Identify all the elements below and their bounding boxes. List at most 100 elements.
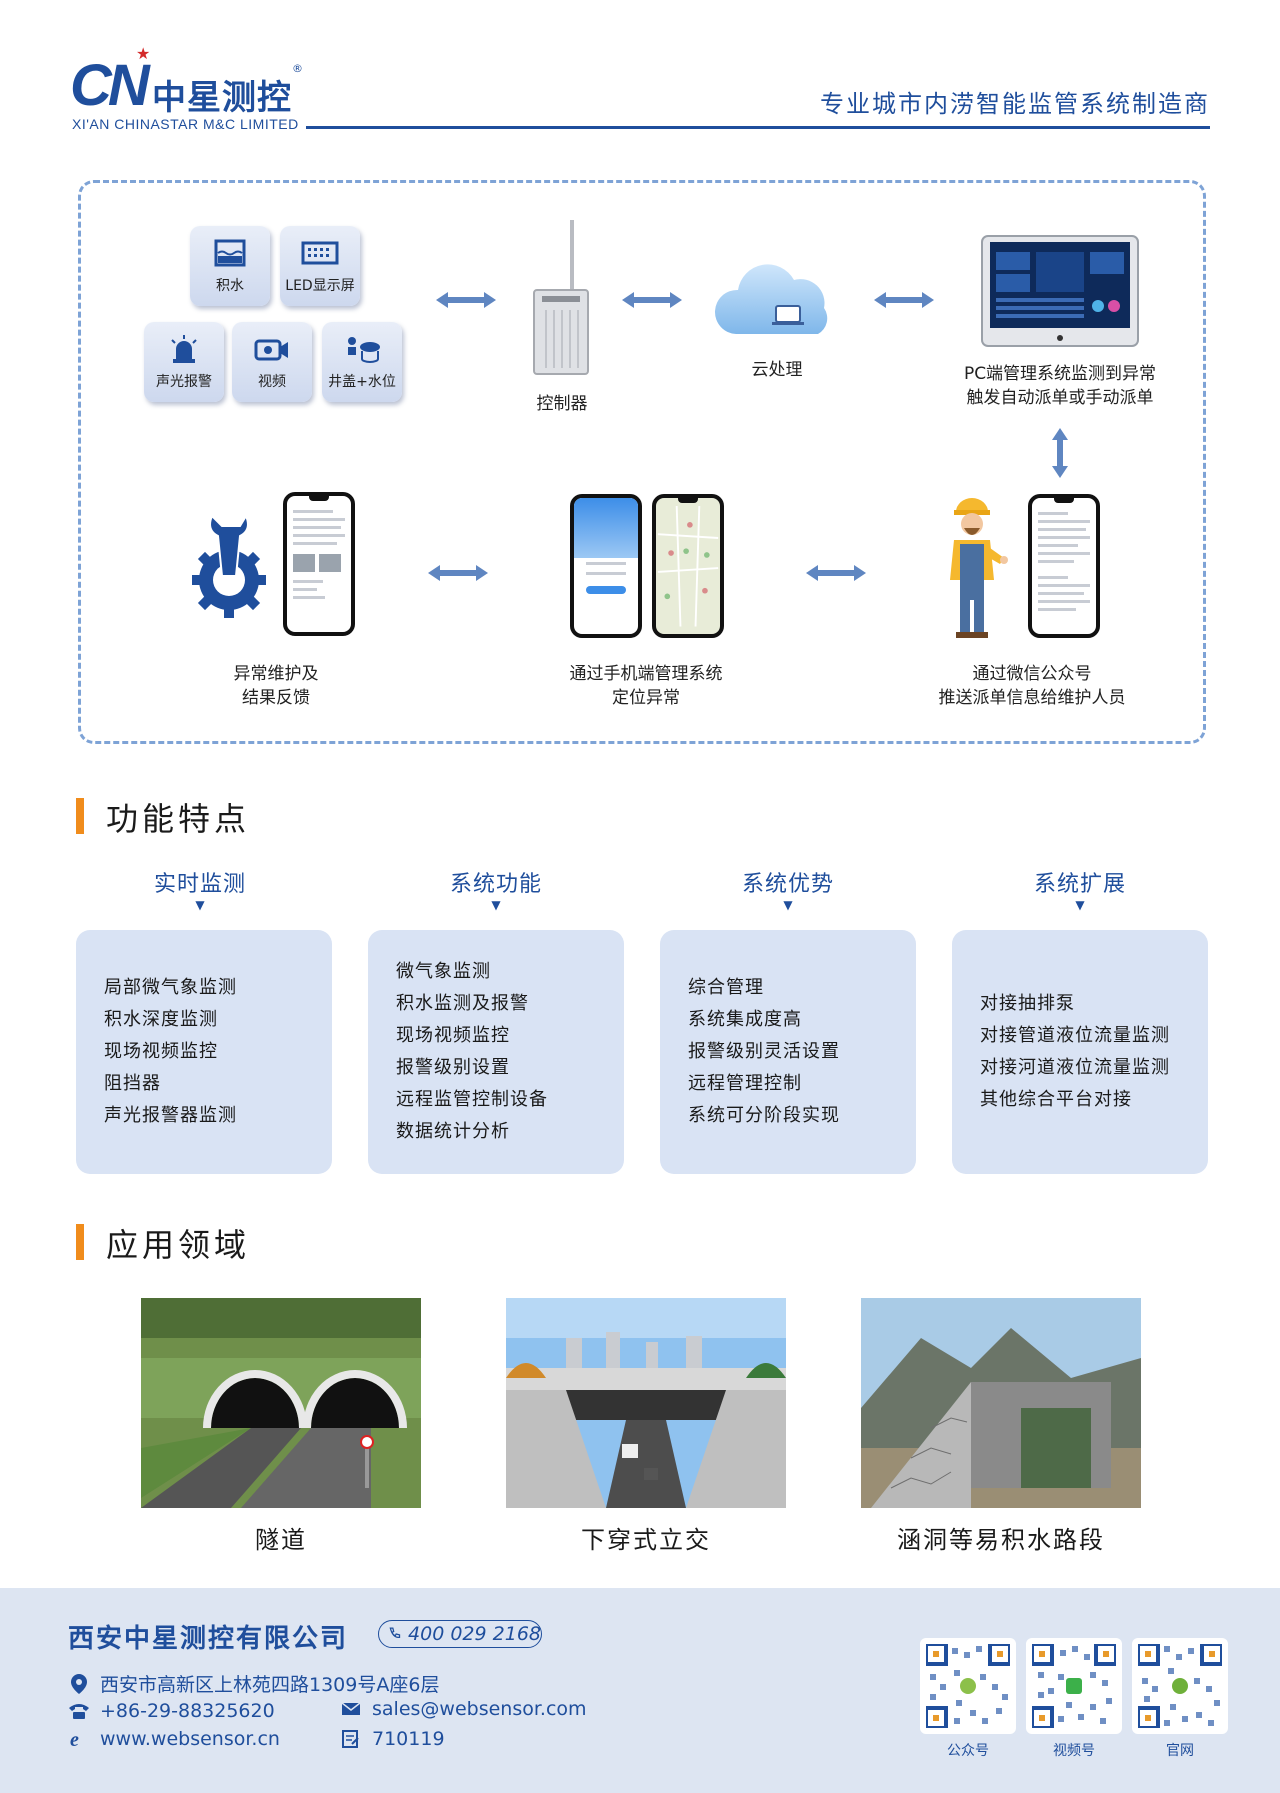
sensor-tile-video: 视频 [232,322,312,402]
double-arrow-icon [436,292,496,308]
maintain-label-line1: 异常维护及 [233,664,319,684]
registered-mark: ® [292,62,303,75]
postcode-row: 710119 [340,1728,445,1750]
feature-heading: 系统优势 [741,872,834,897]
feature-heading: 系统功能 [449,872,542,897]
wechat-label-line1: 通过微信公众号 [972,664,1092,684]
pc-monitor-icon [981,235,1139,347]
sensor-tile-alarm: 声光报警 [144,322,224,402]
sensor-tile-led: LED显示屏 [280,226,360,306]
vertical-double-arrow-icon [1052,428,1068,478]
culvert-photo [861,1298,1141,1508]
feature-item: 数据统计分析 [396,1121,510,1142]
feature-card-functions: 微气象监测 积水监测及报警 现场视频监控 报警级别设置 远程监管控制设备 数据统… [368,930,624,1174]
led-screen-icon [301,241,339,265]
workflow-diagram [78,180,1206,744]
page-footer: 西安中星测控有限公司 400 029 2168 西安市高新区上林苑四路1309号… [0,1588,1280,1793]
company-logo: CN ★ 中星测控 ® XI'AN CHINASTAR M&C LIMITED [70,44,310,136]
water-level-icon [214,239,246,267]
website-text[interactable]: www.websensor.cn [100,1728,280,1750]
phone-wechat-icon [1028,494,1100,638]
feature-item: 现场视频监控 [104,1041,218,1062]
qr-code-wechat-official[interactable] [920,1638,1016,1734]
feature-item: 综合管理 [688,977,764,998]
feature-item: 远程管理控制 [688,1073,802,1094]
feature-item: 报警级别设置 [396,1057,510,1078]
qr-code-website[interactable] [1132,1638,1228,1734]
cloud-label: 云处理 [751,360,803,380]
logo-mark: CN [70,53,150,118]
email-text[interactable]: sales@websensor.com [372,1698,587,1720]
company-name: 西安中星测控有限公司 [68,1624,349,1654]
logo-star-icon: ★ [136,44,151,63]
qr-code-video-channel[interactable] [1026,1638,1122,1734]
feature-item: 积水监测及报警 [396,993,529,1014]
qr-code-icon [924,1642,1012,1730]
feature-item: 现场视频监控 [396,1025,510,1046]
qr-code-icon [1136,1642,1224,1730]
wechat-label-line2: 推送派单信息给维护人员 [938,688,1126,708]
feature-heading: 系统扩展 [1033,872,1126,897]
feature-heading: 实时监测 [153,872,246,897]
feature-item: 对接河道液位流量监测 [980,1057,1170,1078]
feature-item: 其他综合平台对接 [980,1089,1132,1110]
feature-item: 积水深度监测 [104,1009,218,1030]
feature-card-extensions: 对接抽排泵 对接管道液位流量监测 对接河道液位流量监测 其他综合平台对接 [952,930,1208,1174]
qr-label: 官网 [1166,1743,1194,1759]
pc-label-line2: 触发自动派单或手动派单 [966,388,1154,408]
feature-item: 远程监管控制设备 [396,1089,548,1110]
envelope-icon [340,1698,362,1720]
sensor-label: LED显示屏 [285,278,355,294]
tagline: 专业城市内涝智能监管系统制造商 [820,90,1210,118]
phone-login-icon [570,494,642,638]
pc-label-line1: PC端管理系统监测到异常 [963,364,1157,384]
email-row: sales@websensor.com [340,1698,587,1720]
maintenance-worker-icon [950,498,1008,638]
mobile-label-line2: 定位异常 [612,688,680,708]
sensor-label: 声光报警 [156,374,212,390]
postcode-form-icon [340,1728,362,1750]
sensor-label: 视频 [258,374,286,390]
address-text: 西安市高新区上林苑四路1309号A座6层 [100,1674,440,1696]
location-pin-icon [68,1673,90,1695]
internet-browser-icon: e [68,1728,90,1750]
cloud-icon [714,264,828,334]
controller-label: 控制器 [536,394,588,414]
qr-label: 公众号 [947,1743,989,1759]
header-divider [306,126,1210,129]
address-row: 西安市高新区上林苑四路1309号A座6层 [68,1670,439,1697]
feature-item: 声光报警器监测 [104,1105,237,1126]
video-camera-icon [254,339,288,361]
caret-down-icon: ▼ [783,898,793,912]
feature-item: 微气象监测 [396,961,491,982]
double-arrow-icon [622,292,682,308]
feature-card-advantages: 综合管理 系统集成度高 报警级别灵活设置 远程管理控制 系统可分阶段实现 [660,930,916,1174]
application-label: 下穿式立交 [581,1526,711,1554]
feature-item: 局部微气象监测 [104,977,237,998]
applications-section-title: 应用领域 [76,1220,250,1266]
sensor-label: 积水 [216,278,244,294]
underpass-photo [506,1298,786,1508]
feature-item: 对接管道液位流量监测 [980,1025,1170,1046]
feature-item: 系统集成度高 [688,1009,802,1030]
double-arrow-icon [428,565,488,581]
logo-english-name: XI'AN CHINASTAR M&C LIMITED [72,116,299,132]
tunnel-photo [141,1298,421,1508]
hotline-number[interactable]: 400 029 2168 [408,1623,541,1645]
feature-card-realtime: 局部微气象监测 积水深度监测 现场视频监控 阻挡器 声光报警器监测 [76,930,332,1174]
telephone-icon [68,1700,90,1722]
double-arrow-icon [806,565,866,581]
mobile-label-line1: 通过手机端管理系统 [569,664,723,684]
features-section-title: 功能特点 [76,794,250,840]
feature-item: 报警级别灵活设置 [688,1041,840,1062]
feature-item: 阻挡器 [104,1073,161,1094]
postcode-text: 710119 [372,1728,445,1750]
sensor-tile-manhole: 井盖+水位 [322,322,402,402]
phone-text[interactable]: +86-29-88325620 [100,1700,275,1722]
logo-name: 中星测控 [152,78,292,118]
phone-map-icon [652,494,724,638]
caret-down-icon: ▼ [491,898,501,912]
caret-down-icon: ▼ [195,898,205,912]
alarm-light-icon [171,335,197,363]
feature-item: 系统可分阶段实现 [688,1105,840,1126]
